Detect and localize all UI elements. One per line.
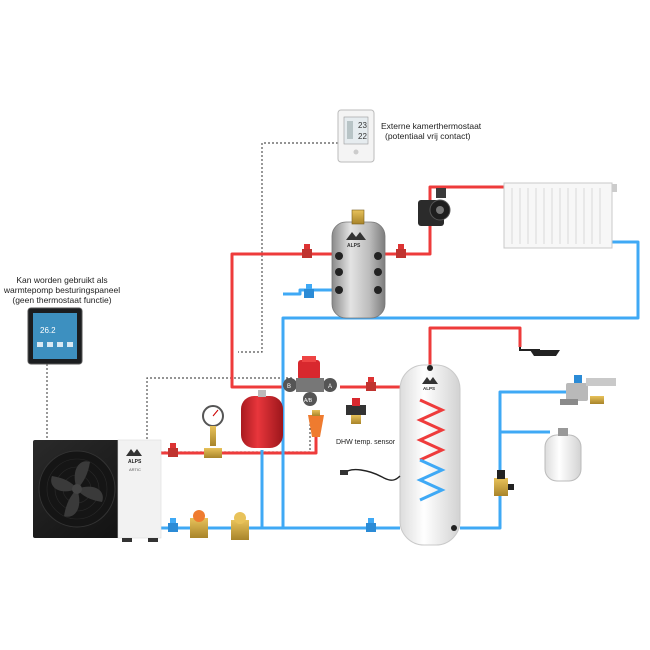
shower-icon (519, 347, 560, 356)
valve-port-a: A (328, 384, 332, 390)
circulation-pump-icon (418, 188, 451, 226)
valve-port-ab: A/B (304, 398, 313, 404)
ball-valve-icon (304, 284, 314, 298)
control-panel-label-line-2: warmtepomp besturingspaneel (3, 285, 121, 295)
control-panel-label-line-1: Kan worden gebruikt als (16, 275, 108, 285)
ball-valve-icon (302, 244, 312, 258)
thermostat-temp-2: 22 (358, 132, 367, 141)
pressure-gauge-icon (202, 405, 224, 458)
buffer-tank-icon: ALPS (331, 209, 386, 319)
thermostat-signal-line (238, 142, 338, 353)
panel-temp: 26.2 (40, 326, 56, 335)
dhw-boiler-icon: ALPS (399, 364, 461, 546)
filter-icon (190, 510, 249, 540)
control-panel-label: Kan worden gebruikt als warmtepomp bestu… (0, 275, 126, 305)
cold-water-inlet-pipe (460, 390, 570, 530)
temperature-sensor-icon (340, 468, 401, 481)
control-panel-icon: 26.2 (27, 307, 83, 365)
expansion-vessel-icon (241, 390, 283, 448)
ball-valve-icon (366, 377, 376, 391)
ball-valves (168, 244, 406, 532)
valve-port-b: B (287, 384, 291, 390)
ball-valve-icon (366, 518, 376, 532)
dhw-sensor-label: DHW temp. sensor (336, 439, 396, 446)
control-panel-label-line-3: (geen thermostaat functie) (12, 295, 112, 305)
thermostat-label-line-1: Externe kamerthermostaat (381, 121, 482, 131)
three-way-valve-icon: B A A/B (283, 356, 337, 406)
ball-valve-icon (168, 443, 178, 457)
radiator-icon (503, 182, 617, 249)
radiator-return-pipe (281, 240, 640, 528)
heatpump-supply-pipe (160, 430, 318, 455)
buffer-supply-pipe (230, 252, 332, 389)
cold-water-safety-group-icon (494, 470, 514, 496)
thermostat-label: Externe kamerthermostaat (potentiaal vri… (381, 121, 481, 141)
buffer-brand: ALPS (347, 243, 361, 249)
thermostat-label-line-2: (potentiaal vrij contact) (385, 131, 471, 141)
water-expansion-vessel-icon (544, 428, 582, 482)
dhw-sensor-line (160, 420, 311, 453)
mixing-valve-icon (560, 375, 616, 405)
heatpump-control-line (146, 377, 292, 443)
thermostat-icon: 23 22 (337, 109, 375, 163)
boiler-brand: ALPS (423, 386, 435, 391)
heatpump-model: ARTIC (129, 467, 141, 472)
buffer-return-pipe (283, 288, 332, 296)
ball-valve-icon (396, 244, 406, 258)
heatpump-brand: ALPS (128, 459, 142, 465)
thermostat-temp-1: 23 (358, 121, 367, 130)
boiler-hot-outlet-pipe (428, 326, 522, 368)
heat-pump-icon: ALPS ARTIC (33, 439, 162, 542)
ball-valve-icon (168, 518, 178, 532)
safety-group-icon (308, 398, 366, 437)
